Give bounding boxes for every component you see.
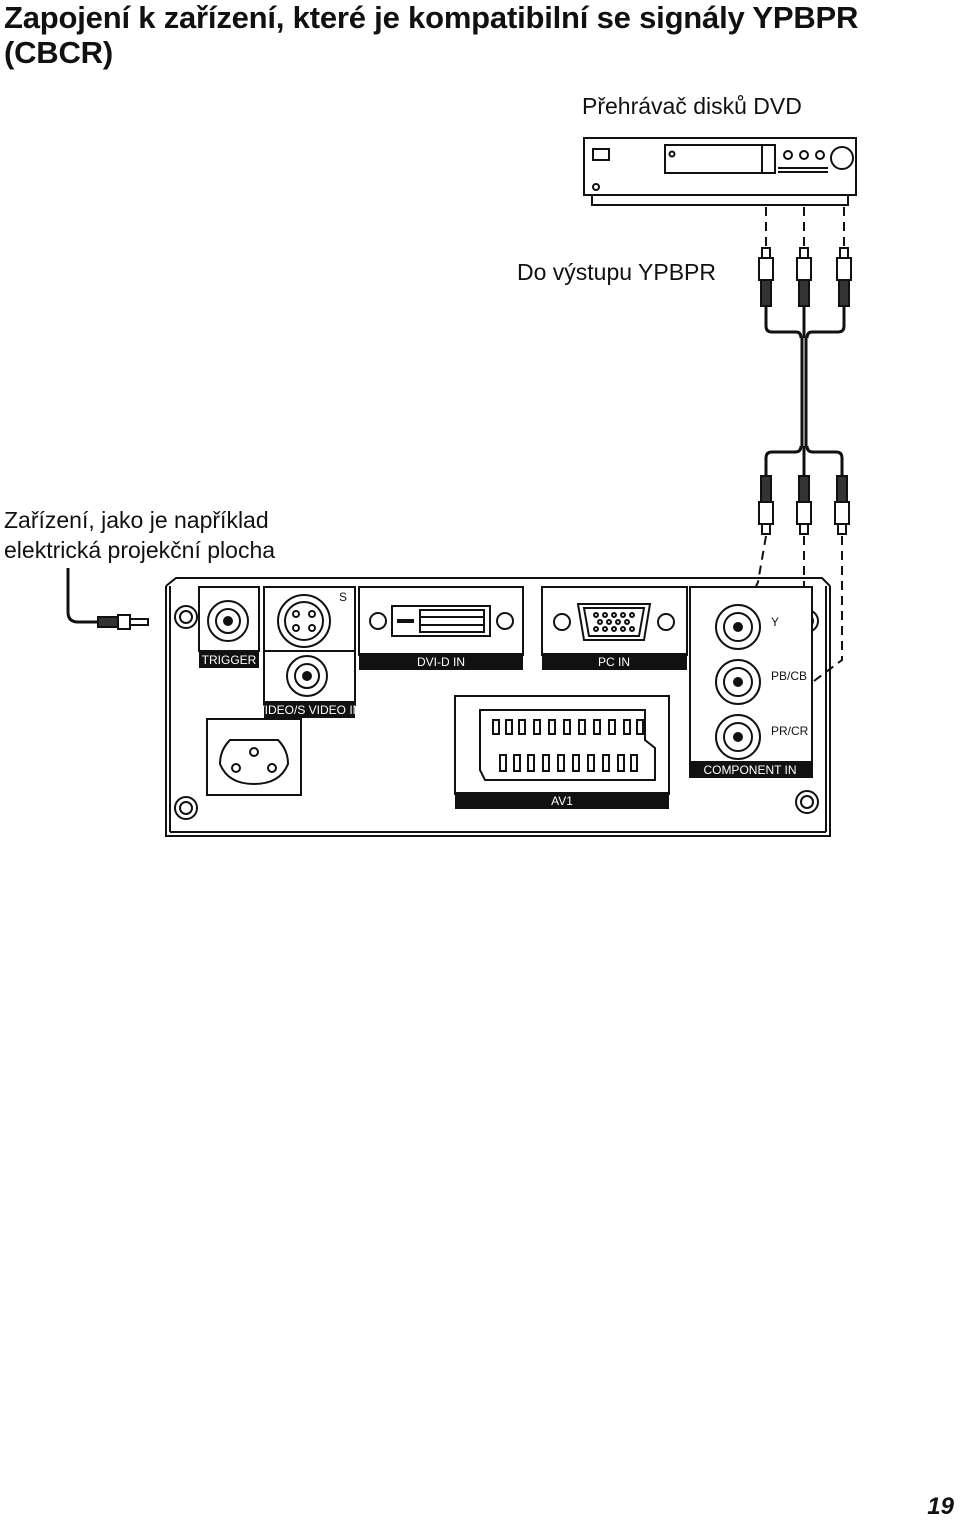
s-video-label: S [339,590,347,604]
device-label: Zařízení, jako je například elektrická p… [4,505,275,565]
device-label-line1: Zařízení, jako je například [4,507,269,533]
s-video-jack [263,586,356,652]
dvd-player-illustration [583,137,857,206]
video-jack [263,650,356,706]
ypbpr-output-label: Do výstupu YPBPR [517,259,717,285]
upper-rca-plugs [758,247,852,307]
trigger-plug [97,614,149,630]
trigger-label: TRIGGER [202,653,257,667]
power-inlet [206,718,302,796]
video-s-video-in-label: VIDEO/S VIDEO IN [257,703,362,717]
dvi-d-port [358,586,524,656]
screw-icon [174,796,198,820]
pr-cr-label: PR/CR [771,724,809,738]
device-label-line2: elektrická projekční plocha [4,537,276,563]
page-title: Zapojení k zařízení, které je kompatibil… [4,0,859,70]
trigger-cable [66,568,98,624]
dvd-player-label: Přehrávač disků DVD [582,93,802,119]
dvi-d-in-label: DVI-D IN [417,655,465,669]
y-label: Y [771,615,779,629]
component-in-label: COMPONENT IN [703,763,796,777]
pc-in-port [541,586,688,656]
lower-rca-plugs [758,475,850,535]
component-cable [764,306,846,476]
trigger-jack [198,586,260,652]
av1-label: AV1 [551,794,573,808]
page-number: 19 [927,1493,954,1520]
pb-cb-label: PB/CB [771,669,807,683]
av1-scart-port [454,695,670,795]
screw-icon [174,605,198,629]
component-in-ports [689,586,813,778]
screw-icon [795,790,819,814]
pc-in-label: PC IN [598,655,630,669]
